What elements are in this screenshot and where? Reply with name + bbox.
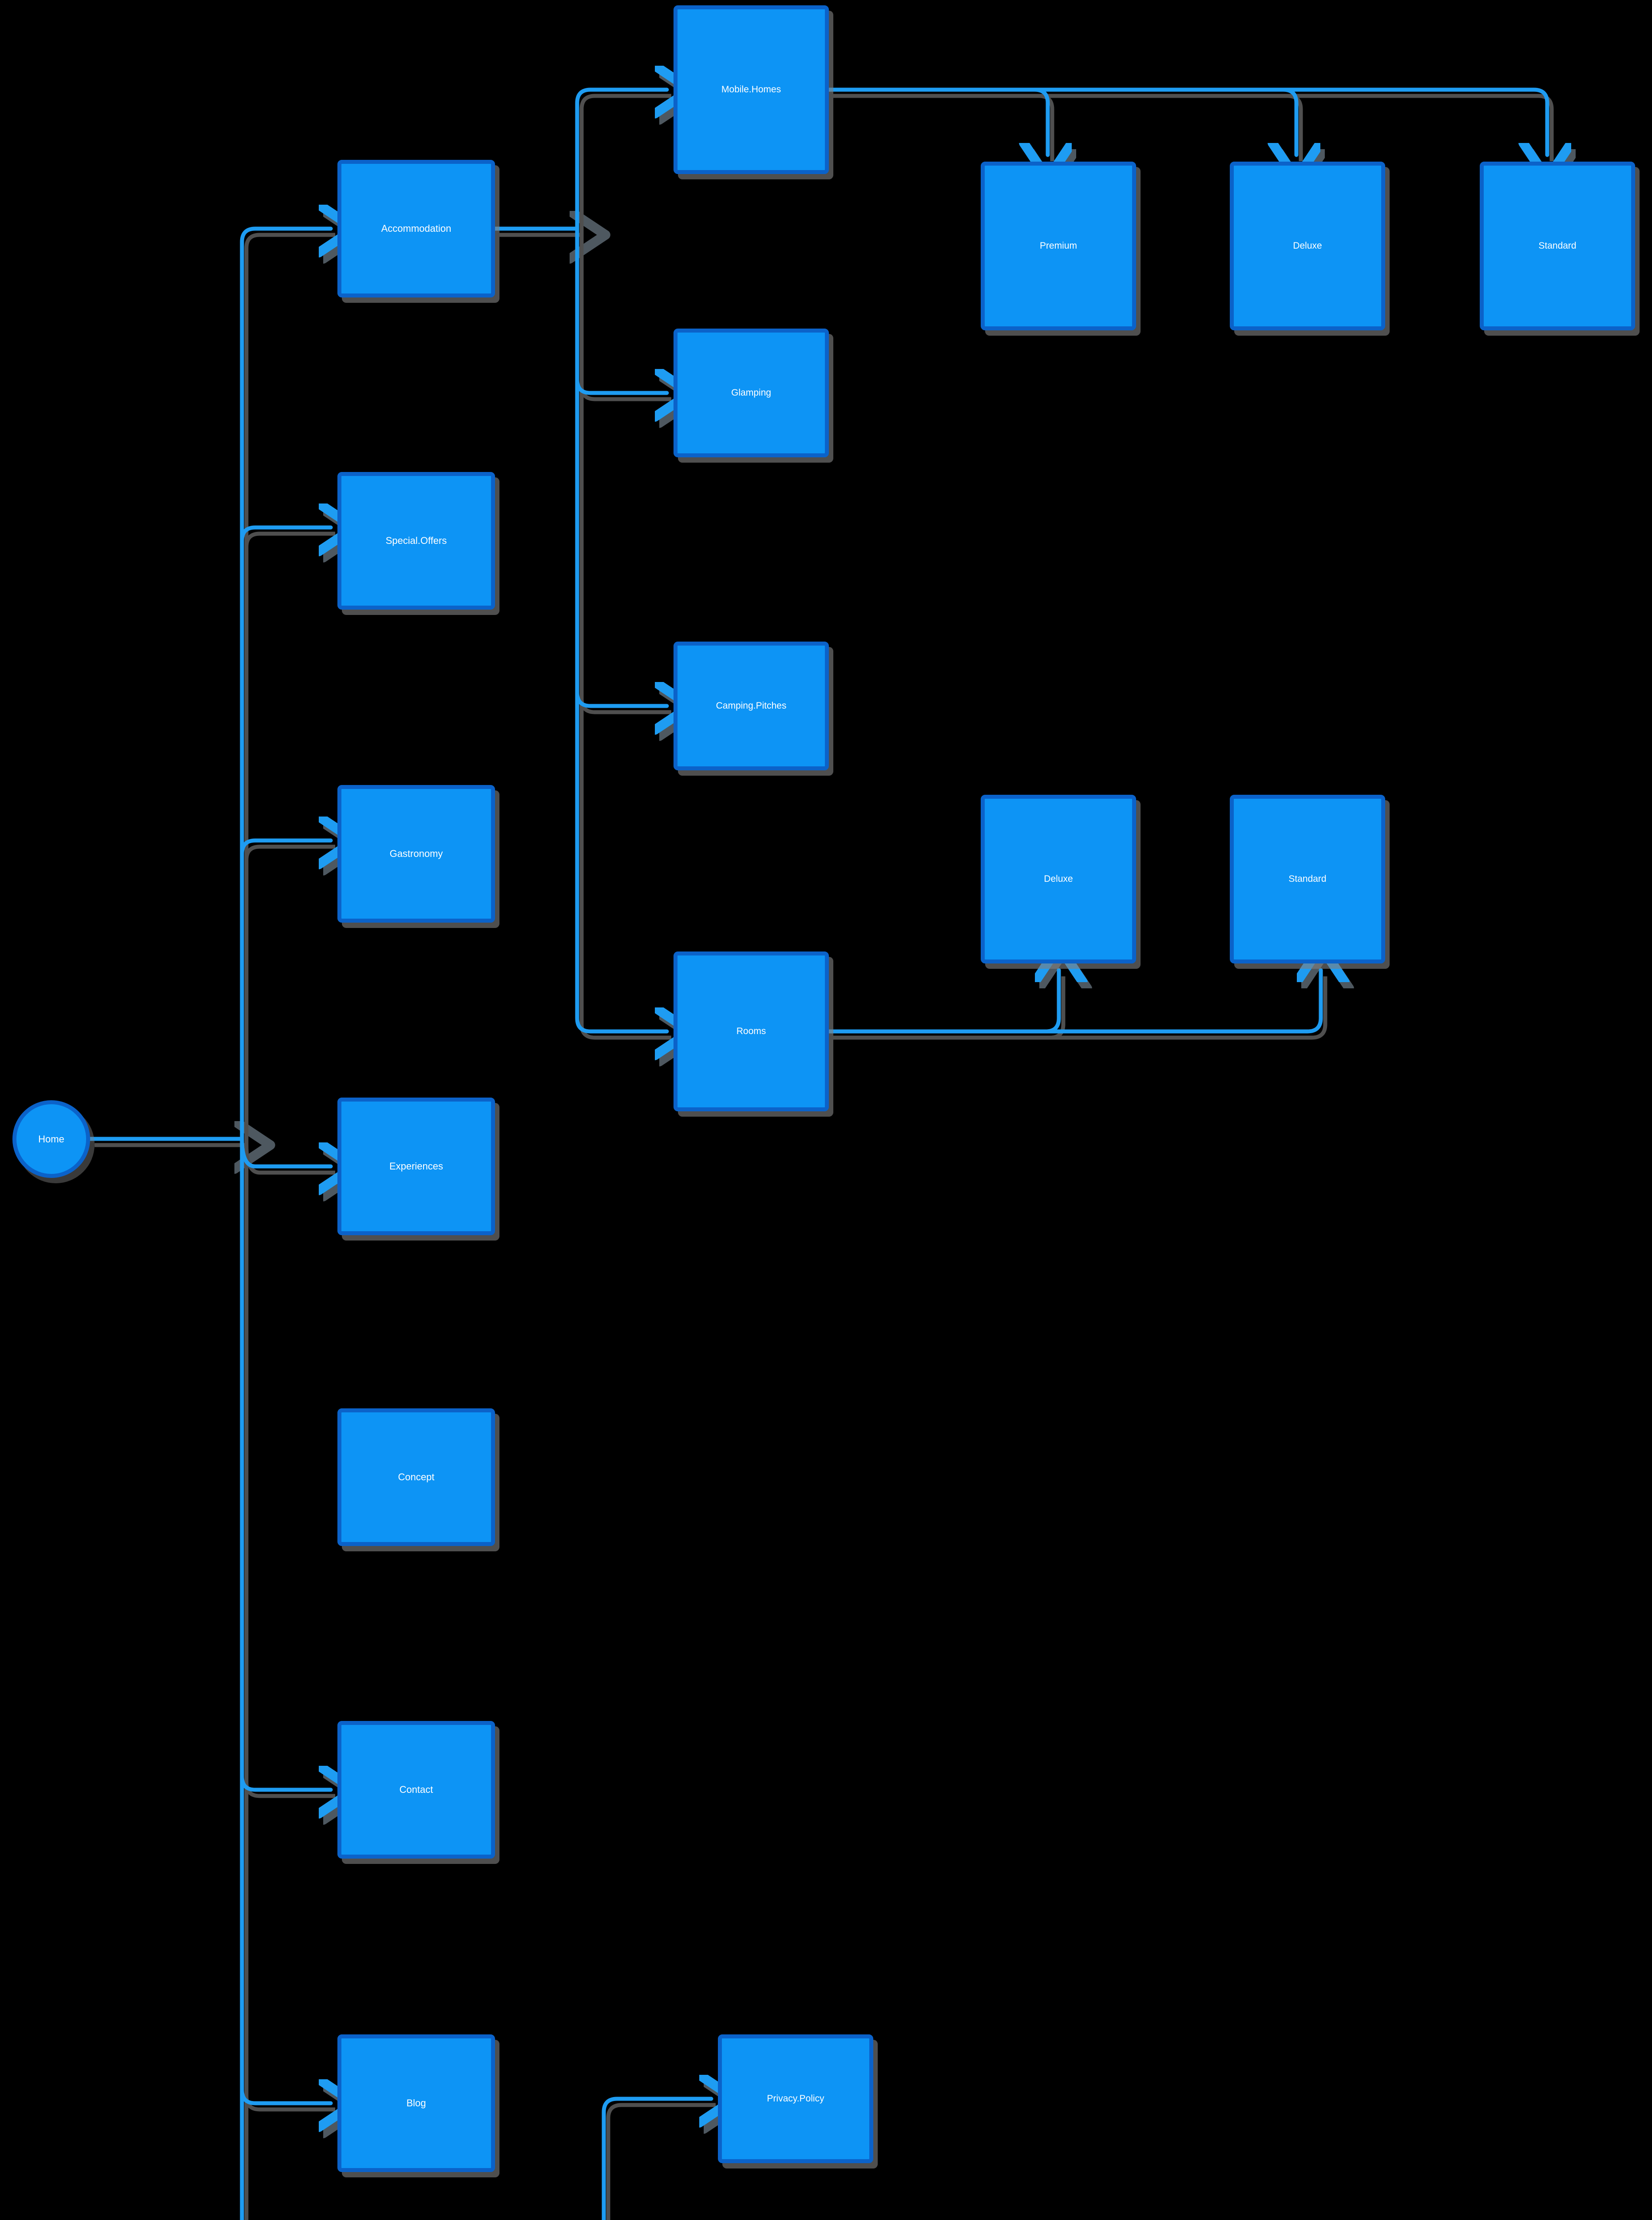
edge-home-gastronomy	[240, 840, 331, 1141]
node-home[interactable]: Home	[12, 1100, 90, 1178]
node-label-privacy: Privacy.Policy	[767, 2093, 824, 2104]
node-dlx_mh[interactable]: Deluxe	[1230, 162, 1385, 330]
edge-home-legal	[240, 1137, 244, 2220]
node-label-concept: Concept	[398, 1471, 435, 1483]
node-rooms[interactable]: Rooms	[673, 951, 829, 1111]
node-label-mobile: Mobile.Homes	[721, 84, 781, 95]
node-privacy[interactable]: Privacy.Policy	[718, 2034, 873, 2163]
node-label-rooms: Rooms	[736, 1026, 766, 1036]
edge-accommodation-glamping	[575, 226, 667, 393]
node-label-contact: Contact	[399, 1784, 433, 1796]
node-label-accom: Accommodation	[381, 223, 452, 234]
edge-rooms-standard	[827, 970, 1321, 1034]
node-std_mh[interactable]: Standard	[1480, 162, 1635, 330]
node-label-premium: Premium	[1039, 240, 1077, 251]
node-std_rm[interactable]: Standard	[1230, 795, 1385, 963]
node-label-home: Home	[38, 1133, 64, 1145]
edge-home-blog	[240, 1137, 331, 2103]
node-premium[interactable]: Premium	[981, 162, 1136, 330]
node-exper[interactable]: Experiences	[337, 1098, 495, 1235]
node-label-gastro: Gastronomy	[389, 848, 443, 860]
node-concept[interactable]: Concept	[337, 1408, 495, 1546]
edge-home-experiences	[240, 1137, 331, 1166]
node-dlx_rm[interactable]: Deluxe	[981, 795, 1136, 963]
node-special[interactable]: Special.Offers	[337, 472, 495, 610]
node-label-dlx_mh: Deluxe	[1293, 240, 1322, 251]
edge-accommodation-camping-pitches	[575, 226, 667, 706]
edge-mobile-homes-premium	[827, 87, 1048, 155]
node-blog[interactable]: Blog	[337, 2034, 495, 2172]
node-label-camping: Camping.Pitches	[716, 700, 787, 711]
edge-accommodation-rooms	[575, 226, 667, 1031]
node-label-std_rm: Standard	[1288, 873, 1327, 884]
node-label-dlx_rm: Deluxe	[1044, 873, 1073, 884]
edge-home-accommodation	[240, 229, 331, 1141]
node-label-glamp: Glamping	[731, 387, 771, 398]
node-gastro[interactable]: Gastronomy	[337, 785, 495, 923]
node-label-blog: Blog	[406, 2097, 426, 2109]
edge-mobile-homes-deluxe	[827, 87, 1296, 155]
node-accom[interactable]: Accommodation	[337, 160, 495, 297]
node-mobile[interactable]: Mobile.Homes	[673, 5, 829, 174]
edge-legal-privacy-policy	[602, 2099, 711, 2220]
edge-home-special-offers	[240, 527, 331, 1141]
node-glamp[interactable]: Glamping	[673, 329, 829, 457]
node-label-std_mh: Standard	[1538, 240, 1577, 251]
edge-accommodation-mobile-homes	[575, 90, 667, 231]
edge-home-contact	[240, 1137, 331, 1790]
node-label-special: Special.Offers	[385, 535, 447, 547]
node-label-exper: Experiences	[389, 1161, 444, 1172]
node-contact[interactable]: Contact	[337, 1721, 495, 1859]
edge-mobile-homes-standard	[827, 87, 1547, 155]
node-camping[interactable]: Camping.Pitches	[673, 642, 829, 770]
edge-rooms-deluxe	[827, 970, 1059, 1034]
